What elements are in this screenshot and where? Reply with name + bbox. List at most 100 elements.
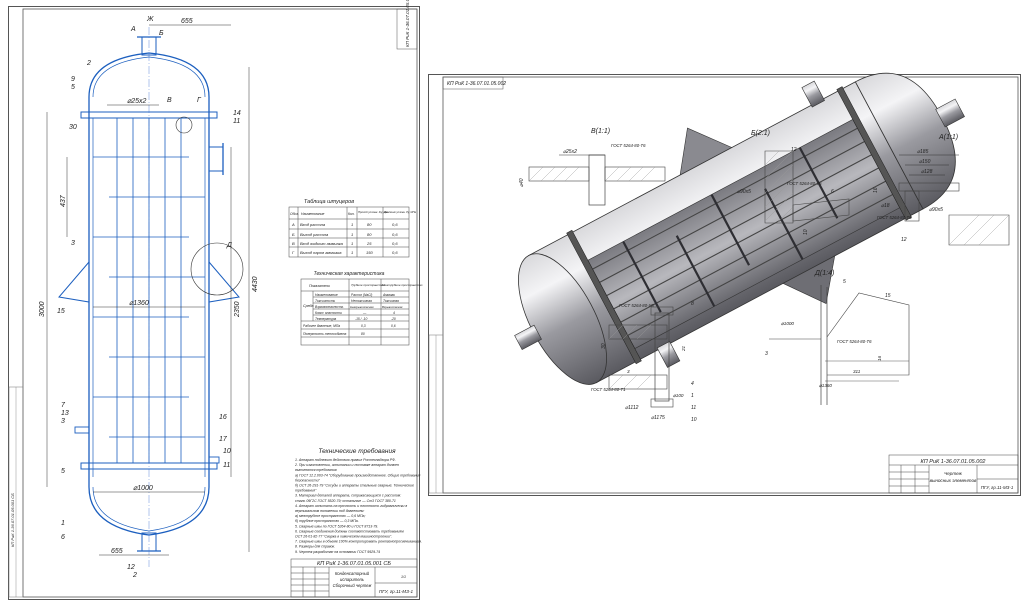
sheet-frame [22, 8, 418, 598]
tc-r5c1: 0,3 [361, 324, 366, 328]
top-left-code: КП РиК 1-36.07.01.05.002 [447, 81, 506, 87]
detail-circle-d [190, 242, 244, 296]
label-5: 5 [61, 468, 65, 475]
tc-r6c1: 80 [361, 332, 365, 336]
details-drawing: КП РиК 1-36.07.01.05.002 [428, 72, 1019, 494]
label-6: 6 [61, 534, 65, 541]
title-code: КП РиК 1-36.07.01.05.002 [921, 459, 986, 465]
nozzle-left [514, 324, 542, 351]
d-dim-d1360: ⌀1360 [819, 383, 832, 388]
side-stamp-text: КП РиК 1-36.07.01.05.001 СБ [10, 493, 15, 547]
v-dim-d25x2: ⌀25x2 [563, 149, 577, 155]
label-v: В [167, 97, 172, 104]
req-line: 8. Размеры для справок. [295, 545, 335, 549]
b-n12: 12 [791, 147, 797, 153]
d-n311: 311 [853, 369, 861, 374]
req-line: 6. Сварные соединения должны соответство… [295, 529, 404, 533]
title-org: ПГУ, гр.11-МЗ-1 [379, 589, 414, 594]
d-dim-d1000: ⌀1000 [781, 321, 794, 326]
title-block: КП РиК 1-36.07.01.05.002 Чертеж выносных… [888, 454, 1019, 494]
tc-r4c2: -20 [391, 317, 396, 321]
view-v: В(1:1) ⌀25x2 ⌀40 ГОСТ 5264-80-Т6 [519, 128, 666, 206]
req-line: 4. Аппарат испытать на прочность и плотн… [295, 504, 407, 508]
nt-r1c3: 80 [367, 232, 372, 237]
a-dim-d18: ⌀18 [881, 203, 890, 209]
sheet-frame [442, 76, 1019, 494]
label-7: 7 [61, 402, 66, 409]
d-n16: 16 [877, 355, 882, 361]
tc-r4c1: -15 / -10 [355, 317, 367, 321]
req-line: 7. Сварные швы в объеме 100% контролиров… [295, 540, 422, 544]
details-drawing-sheet: КП РиК 1-36.07.01.05.002 [428, 72, 1021, 496]
tc-h1: Трубное пространство [351, 283, 385, 287]
tc-r6c0: Поверхность теплообмена [303, 332, 346, 336]
v-gost: ГОСТ 5264-80-Т6 [611, 143, 646, 148]
title-code: КП РиК 1-36.07.01.05.001 СБ [317, 561, 391, 567]
tc-r2c0: Взрывоопасность [315, 305, 344, 309]
dim-655-bot: 655 [111, 548, 123, 555]
tc-r3c0: Класс опасности [315, 311, 342, 315]
f-d1112: ⌀1112 [625, 405, 639, 411]
dim-2350: 2350 [234, 301, 241, 318]
tech-char-table: Техническая характеристика Показатели Тр… [300, 271, 423, 346]
f-n4: 4 [691, 381, 694, 387]
tc-r2c2: Взрывоопасная [382, 305, 403, 309]
nt-r3c2: 1 [351, 250, 353, 255]
nt-r3c3: 150 [366, 250, 373, 255]
tc-r0c2: Аммиак [382, 293, 395, 297]
tc-side: Среда [303, 304, 314, 308]
label-d: Д [226, 242, 232, 249]
dim-4430: 4430 [252, 276, 259, 292]
nt-r0c0: А [291, 222, 295, 227]
a-dim-d185: ⌀185 [917, 149, 929, 155]
dim-437: 437 [60, 194, 67, 207]
nozzle-table: Таблица штуцеров Обоз. Наименование Кол.… [288, 199, 417, 258]
label-16: 16 [219, 414, 227, 421]
b-n6: 6 [831, 189, 834, 195]
label-1: 1 [61, 520, 65, 527]
f-gost1: ГОСТ 5264-80-У6 [619, 303, 654, 308]
title-name2: испаритель [340, 577, 364, 582]
view-d: Д(1:4) 5 15 3 ⌀1000 ГОСТ 5264-80-Т6 ⌀136… [765, 270, 910, 405]
vessel-3d [514, 72, 965, 385]
dim-d1360: ⌀1360 [129, 300, 149, 307]
nt-r2c0: В [292, 241, 295, 246]
req-line: 5. Сварные швы по ГОСТ 5264-80 и ГОСТ 87… [295, 524, 378, 528]
a-dim-d150: ⌀150 [919, 159, 931, 165]
req-line: 9. Чертеж разработан на основании ГОСТ 9… [295, 550, 380, 554]
nt-h3: Проход условн. Dу, мм [358, 210, 388, 214]
label-17: 17 [219, 436, 228, 443]
tc-r5c2: 0,6 [391, 324, 396, 328]
nt-r1c4: 0,6 [392, 232, 398, 237]
b-dim-d90x5: ⌀90x5 [737, 189, 751, 195]
nozzle-right [935, 98, 965, 128]
nt-r2c1: Вход жидкого аммиака [300, 241, 344, 246]
label-5-top: 5 [71, 84, 75, 91]
dim-d1000: ⌀1000 [133, 485, 153, 492]
label-11-top: 11 [233, 118, 240, 125]
nt-r0c1: Вход рассола [300, 222, 326, 227]
label-b: Б [159, 30, 164, 37]
v-dim-d40: ⌀40 [519, 178, 525, 187]
f-n10: 10 [691, 417, 697, 423]
req-line: 3. Материал деталей аппарата, соприкасаю… [295, 494, 401, 498]
flange-left [566, 229, 642, 365]
tc-r0c1: Рассол (NaCl) [351, 293, 372, 297]
title-org: ПГУ, гр.11-МЗ-1 [981, 485, 1014, 490]
view-v-title: В(1:1) [591, 128, 610, 135]
dim-655-top: 655 [181, 18, 193, 25]
a-n16: 16 [873, 187, 879, 193]
nt-r3c1: Выход паров аммиака [300, 250, 342, 255]
tc-r3c2: 4 [393, 311, 395, 315]
req-line: выполнятся требования [295, 468, 337, 472]
nt-h1: Наименование [301, 212, 325, 216]
f-n1: 1 [691, 393, 694, 399]
req-line: 1. Аппарат подлежит действию правил Рост… [295, 458, 396, 462]
tc-r1c0: Токсичность [315, 299, 335, 303]
view-b-title: Б(2:1) [751, 130, 770, 137]
d-n5: 5 [843, 279, 846, 285]
tc-r1c1: Нетоксичная [351, 299, 372, 303]
view-a: А(1:1) ⌀185 ⌀150 ⌀128 ⌀90x5 ⌀18 16 12 ГО… [873, 134, 1010, 246]
title-name2: выносных элементов [930, 478, 977, 483]
req-line: а) ГОСТ 12.2.003-74 "Оборудование произв… [295, 473, 420, 477]
